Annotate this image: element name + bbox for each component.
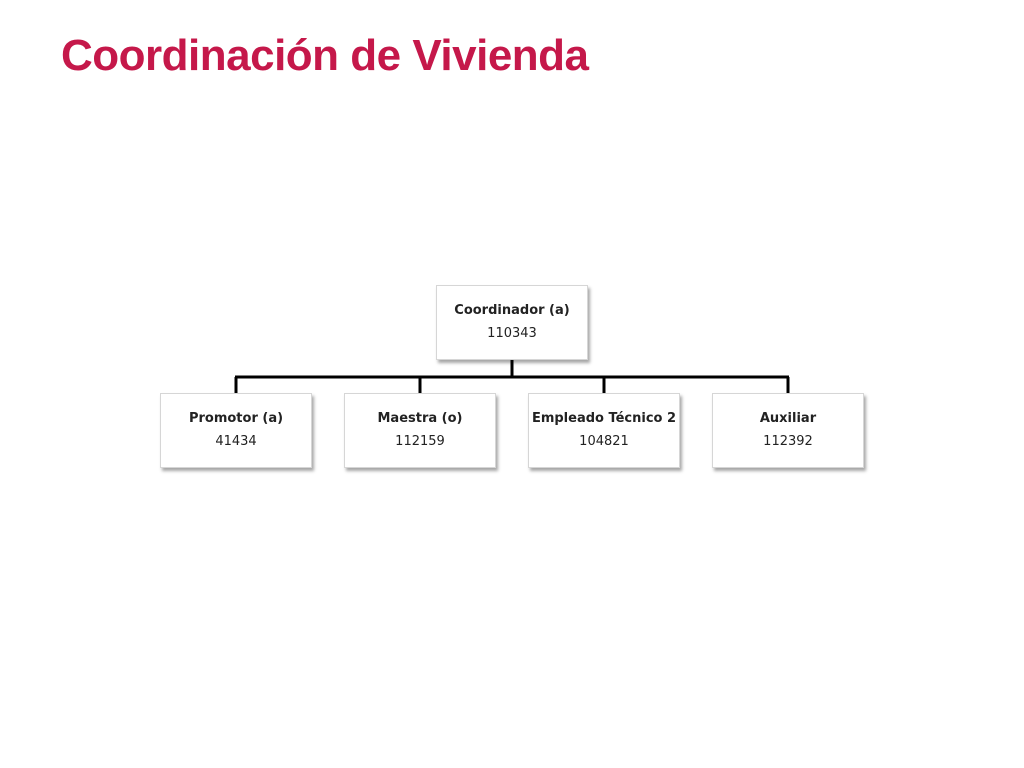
- node-code: 110343: [487, 326, 537, 341]
- node-code: 104821: [579, 434, 629, 449]
- node-role: Empleado Técnico 2: [531, 411, 677, 426]
- org-node-empleado-tecnico: Empleado Técnico 2 104821: [528, 393, 680, 468]
- node-role: Auxiliar: [759, 411, 817, 426]
- org-node-promotor: Promotor (a) 41434: [160, 393, 312, 468]
- node-code: 41434: [215, 434, 257, 449]
- node-role: Maestra (o): [377, 411, 463, 426]
- org-node-maestra: Maestra (o) 112159: [344, 393, 496, 468]
- node-role: Coordinador (a): [454, 303, 570, 318]
- node-code: 112159: [395, 434, 445, 449]
- node-code: 112392: [763, 434, 813, 449]
- org-node-coordinador: Coordinador (a) 110343: [436, 285, 588, 360]
- slide-title: Coordinación de Vivienda: [61, 31, 589, 80]
- org-node-auxiliar: Auxiliar 112392: [712, 393, 864, 468]
- node-role: Promotor (a): [188, 411, 284, 426]
